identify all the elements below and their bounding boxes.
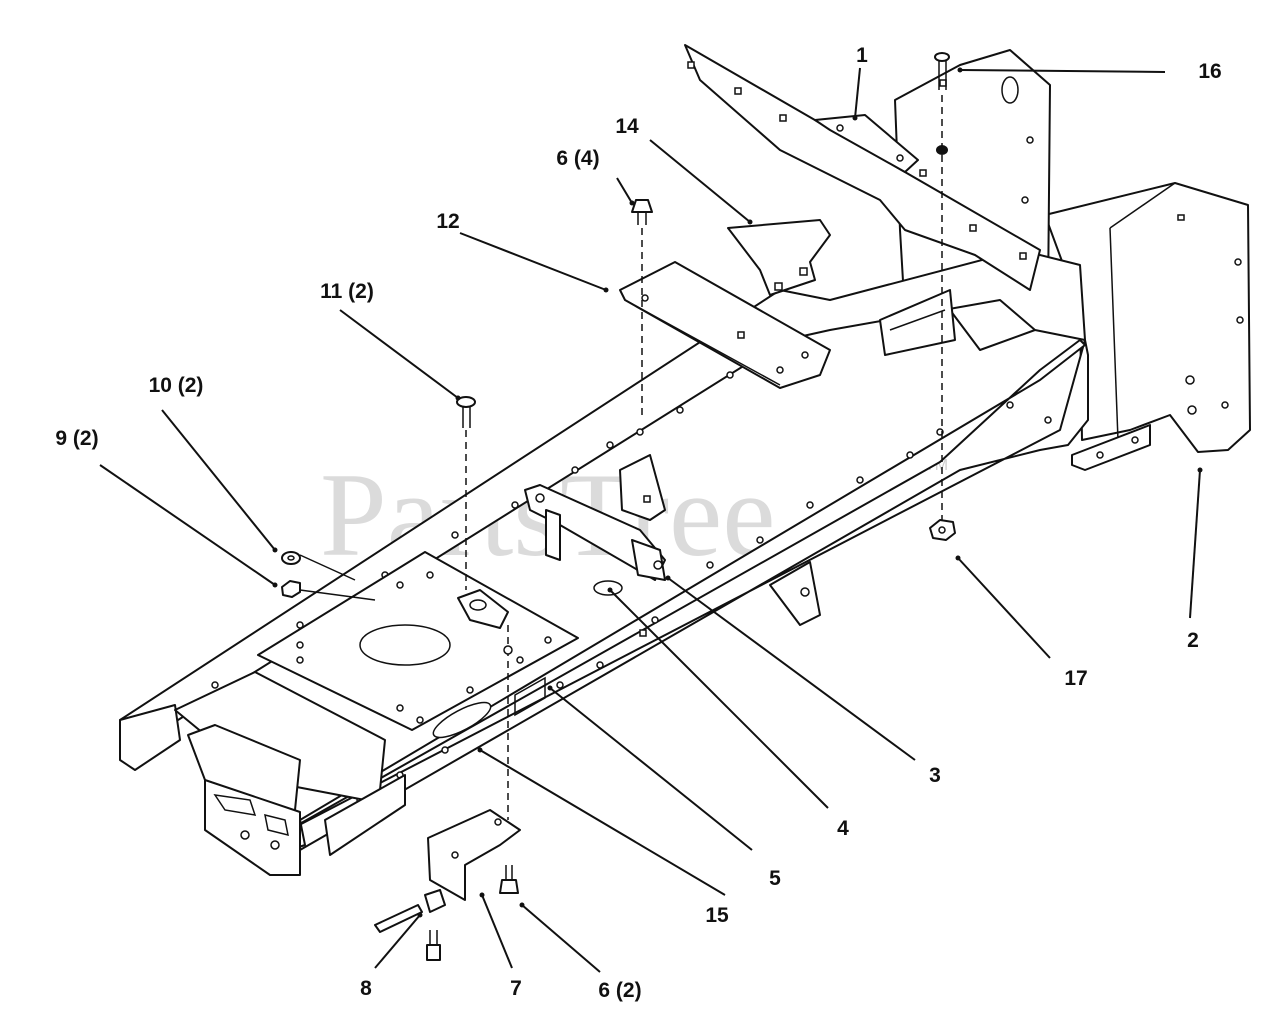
- leader-dot-4: [607, 587, 613, 593]
- part-top-bar: [684, 44, 1041, 291]
- callout-5: 5: [769, 867, 781, 890]
- leader-12: [459, 232, 607, 291]
- part-rear-mount: [769, 289, 956, 626]
- part-carriage-bolt: [456, 396, 476, 428]
- leader-7: [481, 894, 513, 969]
- leader-17: [957, 557, 1051, 659]
- leader-dot-5: [547, 685, 553, 691]
- leader-dot-17: [955, 555, 961, 561]
- part-bolt-lower: [499, 865, 519, 894]
- hole-marker: [503, 645, 513, 655]
- callout-12: 12: [436, 210, 459, 233]
- leader-4: [609, 589, 829, 809]
- part-washer-10: [281, 551, 301, 565]
- leader-dot-8: [417, 912, 423, 918]
- leader-dot-6a: [629, 200, 635, 206]
- leader-11: [339, 309, 459, 399]
- leader-dot-6b: [519, 902, 525, 908]
- leader-dot-16: [957, 67, 963, 73]
- leader-15: [479, 749, 726, 896]
- callout-6b: 6 (2): [598, 979, 641, 1002]
- leader-3: [667, 577, 916, 761]
- leader-dot-2: [1197, 467, 1203, 473]
- leader-14: [649, 139, 751, 223]
- callout-14: 14: [615, 115, 639, 138]
- leader-dot-12: [603, 287, 609, 293]
- leader-dot-15: [477, 747, 483, 753]
- callout-17: 17: [1064, 667, 1087, 690]
- part-nut-17: [929, 519, 956, 541]
- callout-15: 15: [705, 904, 729, 927]
- part-pin-clip: [374, 889, 446, 961]
- callout-11: 11 (2): [320, 280, 374, 303]
- leader-6b: [521, 904, 601, 973]
- leader-6a: [616, 177, 633, 204]
- part-small-bracket: [727, 219, 831, 296]
- callout-7: 7: [510, 977, 522, 1000]
- leader-dot-1: [852, 115, 858, 121]
- part-hole-plate: [593, 580, 623, 596]
- leader-nut-frame: [299, 589, 376, 601]
- part-bolt-16: [934, 52, 950, 155]
- leader-washer-frame: [299, 554, 356, 581]
- leader-2: [1189, 469, 1201, 619]
- leader-dot-11: [455, 395, 461, 401]
- leader-5: [549, 687, 753, 851]
- callout-9: 9 (2): [55, 427, 98, 450]
- leader-9: [99, 464, 276, 586]
- part-rear-side-plate: [1044, 182, 1251, 471]
- leader-dot-7: [479, 892, 485, 898]
- part-nut-9: [281, 580, 301, 598]
- part-bolt-upper: [631, 199, 653, 225]
- leader-dot-9: [272, 582, 278, 588]
- callout-4: 4: [837, 817, 849, 840]
- leader-dot-10: [272, 547, 278, 553]
- part-pivot-bracket: [524, 454, 666, 581]
- callout-3: 3: [929, 764, 941, 787]
- part-lower-bracket: [427, 809, 521, 901]
- callout-2: 2: [1187, 629, 1199, 652]
- part-deck-plate: [257, 551, 579, 731]
- part-front-crossmember: [174, 671, 406, 876]
- callout-6a: 6 (4): [556, 147, 599, 170]
- callout-10: 10 (2): [149, 374, 204, 397]
- callout-8: 8: [360, 977, 372, 1000]
- leader-8: [374, 914, 421, 969]
- leader-1: [854, 67, 861, 119]
- leader-dot-14: [747, 219, 753, 225]
- part-clamp: [457, 589, 509, 629]
- leader-16: [959, 69, 1166, 73]
- callout-1: 1: [856, 44, 868, 67]
- leader-dot-3: [665, 575, 671, 581]
- leader-10: [161, 409, 276, 551]
- part-angle-bracket: [619, 261, 831, 389]
- callout-16: 16: [1198, 60, 1221, 83]
